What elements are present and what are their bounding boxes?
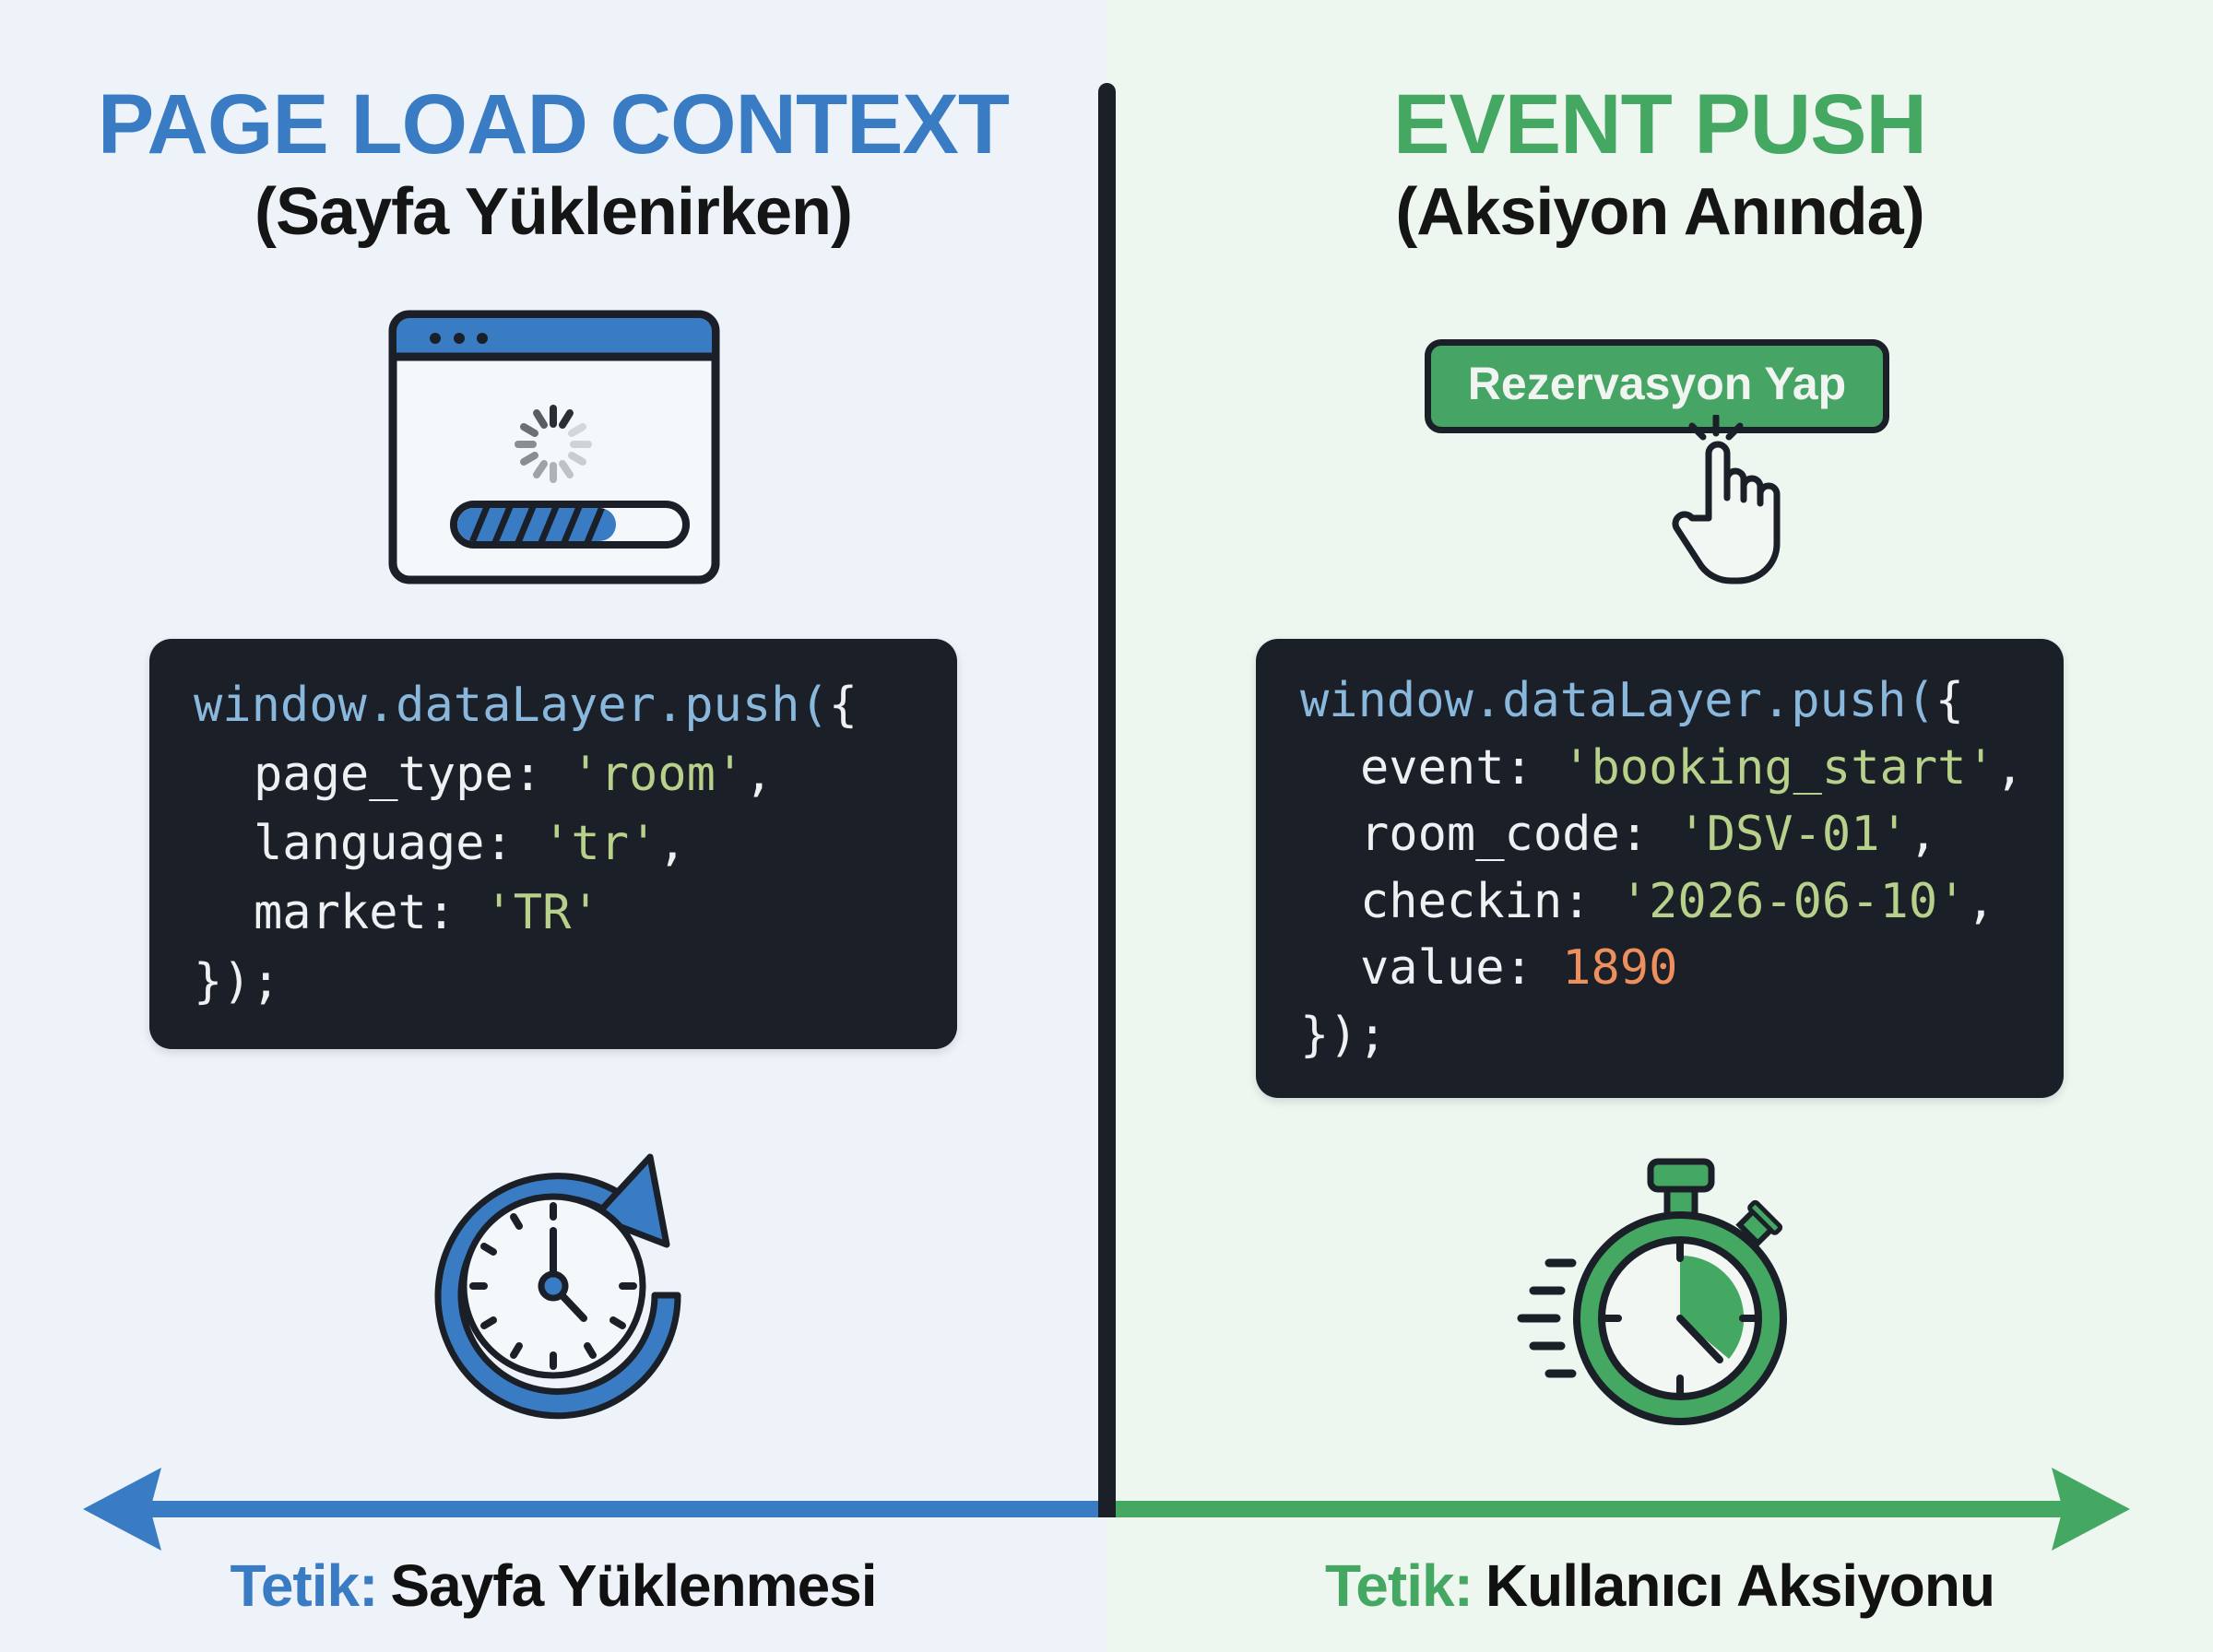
trigger-label: Tetik: [1324,1552,1473,1619]
code-line: event: 'booking_start', [1360,740,2025,796]
button-face [1425,339,1889,433]
code-line: language: 'tr', [254,816,687,871]
code-line: room_code: 'DSV-01', [1360,807,1938,862]
page-load-context-panel: PAGE LOAD CONTEXT (Sayfa Yüklenirken) [0,0,1106,1652]
hand-pointer-icon [1672,415,1781,584]
clock-refresh-icon [434,1153,681,1420]
page-load-subtitle: (Sayfa Yüklenirken) [254,175,853,249]
browser-loading-icon [388,310,720,584]
code-line: checkin: '2026-06-10', [1360,874,1995,929]
code-line: value: 1890 [1360,940,1678,996]
trigger-label: Tetik: [230,1552,378,1619]
timeline-arrow-right-icon [1106,1468,2130,1551]
timeline-arrow-left-icon [83,1468,1106,1551]
center-divider [1098,83,1116,1517]
code-line-close: }); [194,954,280,1009]
page-load-trigger: Tetik:Sayfa Yüklenmesi [0,1549,1106,1622]
button-label: Rezervasyon Yap [1467,358,1847,409]
code-line-head: window.dataLayer.push({ [1300,673,1965,728]
code-line-close: }); [1300,1008,1387,1063]
page-load-title: PAGE LOAD CONTEXT [97,77,1010,171]
code-line-head: window.dataLayer.push({ [194,678,858,733]
stopwatch-icon [1517,1158,1787,1425]
rezervasyon-yap-button[interactable]: Rezervasyon Yap [1425,339,1895,454]
event-push-title: EVENT PUSH [1393,77,1927,171]
event-push-code-block: window.dataLayer.push({ event: 'booking_… [1256,639,2064,1098]
event-push-subtitle: (Aksiyon Anında) [1395,175,1924,249]
page-load-code-block: window.dataLayer.push({ page_type: 'room… [149,639,957,1049]
trigger-value: Sayfa Yüklenmesi [390,1552,877,1619]
code-line: market: 'TR' [254,885,600,940]
trigger-value: Kullanıcı Aksiyonu [1485,1552,1995,1619]
code-line: page_type: 'room', [254,747,774,802]
event-push-panel: EVENT PUSH (Aksiyon Anında) Rezervasyon … [1106,0,2213,1652]
event-push-trigger: Tetik:Kullanıcı Aksiyonu [1106,1549,2213,1622]
